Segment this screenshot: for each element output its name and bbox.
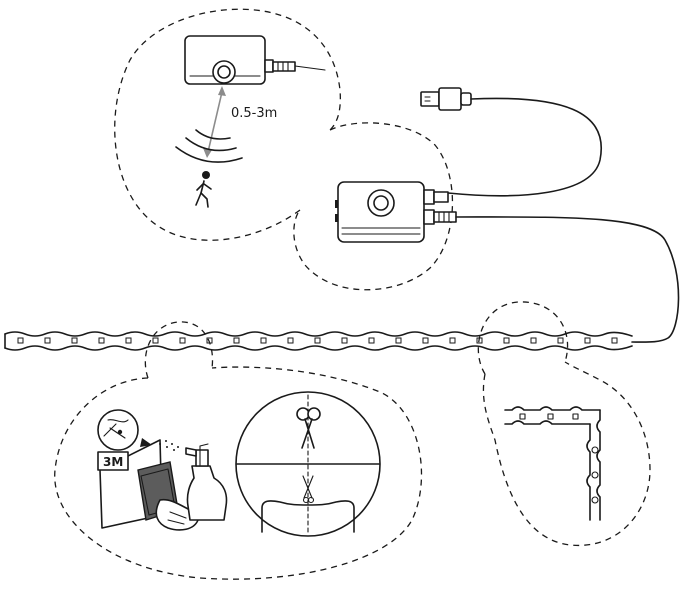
led-chip (125, 337, 132, 344)
strip-leds (17, 337, 618, 344)
strip-corner-icon (504, 406, 601, 521)
spray-mist (159, 440, 179, 451)
led-chip (152, 337, 159, 344)
led-chip (287, 337, 294, 344)
cut-mark-icon (302, 475, 315, 504)
led-chip (503, 337, 510, 344)
led-chip (17, 337, 24, 344)
strip-segment-outline (261, 500, 355, 533)
spray-bottle-icon (159, 440, 228, 521)
led-chip (449, 337, 456, 344)
controller-box-icon (335, 181, 457, 243)
led-chip (314, 337, 321, 344)
installation-callout (54, 321, 423, 580)
led-chip (368, 337, 375, 344)
walking-person-icon (195, 171, 212, 208)
led-chip (422, 337, 429, 344)
led-chip (611, 337, 618, 344)
sensor-range-callout: 0.5-3m (114, 8, 341, 241)
led-chip (395, 337, 402, 344)
strip-cable (455, 216, 680, 343)
surface-cleaning-step: 3M (97, 409, 228, 531)
tape-brand-label: 3M (103, 455, 123, 469)
led-chip (98, 337, 105, 344)
corner-bend-callout (477, 301, 651, 546)
distance-label: 0.5-3m (231, 106, 277, 121)
led-chip (71, 337, 78, 344)
led-chip (179, 337, 186, 344)
peel-tape-icon (103, 419, 129, 439)
led-chip (530, 337, 537, 344)
usb-plug-icon (420, 87, 603, 197)
led-chip (557, 337, 564, 344)
signal-waves-icon (175, 129, 243, 163)
led-strip (4, 331, 633, 351)
led-chip (584, 337, 591, 344)
led-chip (44, 337, 51, 344)
distance-arrow (203, 86, 226, 158)
led-chip (260, 337, 267, 344)
cutting-guide (235, 391, 381, 537)
controller-callout (293, 122, 454, 291)
motion-sensor-box-icon (184, 35, 326, 85)
led-chip (341, 337, 348, 344)
scissors-icon (296, 407, 321, 449)
led-chip (233, 337, 240, 344)
